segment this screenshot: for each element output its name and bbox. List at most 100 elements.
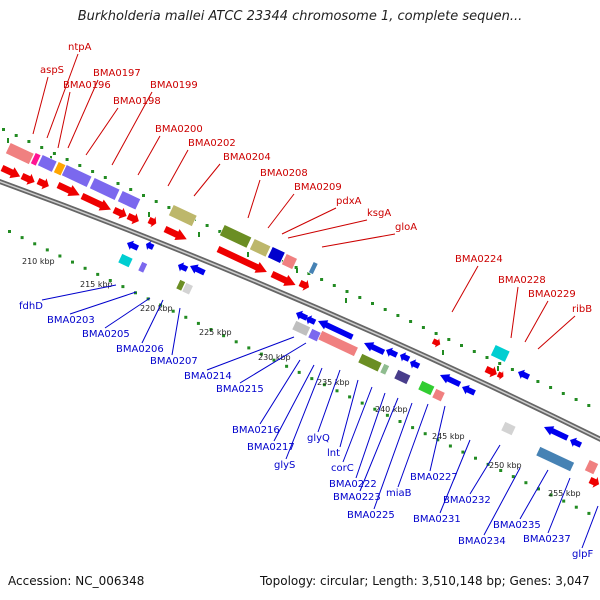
forward-gene-label: ribB [572,304,592,315]
reverse-gene-block [137,261,148,274]
reverse-gene-label: BMA0223 [333,492,381,503]
ruler-dot [294,266,298,269]
forward-gene-label: BMA0224 [455,254,503,265]
ruler-dot [360,401,364,405]
forward-gene-label: BMA0202 [188,138,236,149]
forward-label-leader [247,179,261,219]
ruler-dot [474,456,477,460]
forward-gene-label: BMA0200 [155,124,203,135]
reverse-label-leader [342,386,373,463]
forward-label-leader [287,219,368,239]
forward-gene-label: BMA0196 [63,80,111,91]
ruler-dot [421,326,425,329]
ruler-dot [537,487,540,491]
ruler-dot [142,194,145,197]
forward-gene-label: gloA [395,222,417,233]
reverse-gene-arrow [127,240,140,251]
reverse-gene-label: BMA0216 [232,425,280,436]
reverse-label-leader [469,444,501,495]
ruler-dot [461,450,465,454]
reverse-label-leader [285,367,323,460]
forward-gene-arrow [163,226,187,241]
reverse-gene-arrow [410,359,421,369]
reverse-gene-block [431,388,446,403]
reverse-gene-arrow [306,315,317,325]
forward-label-leader [321,233,396,248]
reverse-gene-block [181,282,194,296]
tick-label: 225 kbp [199,328,232,337]
ruler-dot [322,383,326,387]
forward-gene-label: BMA0228 [498,275,546,286]
chromosome-backbone [0,178,600,442]
forward-gene-label: ntpA [68,42,92,53]
reverse-gene-block [417,380,436,396]
forward-label-leader [281,207,337,235]
reverse-label-leader [171,307,181,356]
forward-gene-block [281,253,298,270]
forward-gene-arrow [126,213,139,225]
forward-gene-label: aspS [40,65,64,76]
forward-gene-label: ksgA [367,208,391,219]
reverse-gene-arrow [544,426,569,441]
ruler-dot [310,377,314,381]
ruler-tick [148,212,150,217]
reverse-label-leader [41,284,117,301]
forward-gene-block [249,238,272,258]
ruler-dot [472,350,476,353]
ruler-dot [398,420,402,423]
ruler-dot [549,386,553,389]
forward-gene-label: BMA0208 [260,168,308,179]
ruler-tick [345,298,347,303]
ruler-dot [96,272,100,276]
reverse-label-leader [373,402,413,510]
ruler-tick [7,138,9,143]
ruler-dot [371,302,374,305]
forward-label-leader [32,76,49,135]
reverse-label-leader [259,359,301,425]
reverse-gene-label: BMA0206 [116,344,164,355]
reverse-gene-label: glyQ [307,433,330,444]
forward-gene-arrow [112,207,127,219]
forward-gene-block [53,161,67,177]
reverse-gene-label: BMA0222 [329,479,377,490]
accession-text: Accession: NC_006348 [8,574,145,588]
forward-label-leader [111,91,153,166]
reverse-gene-arrow [190,264,206,276]
ruler-tick [198,232,200,237]
feature-layer [0,142,600,488]
ruler-dot [549,493,553,497]
ruler-dot [536,380,540,383]
forward-gene-block [37,154,58,173]
reverse-gene-block [535,446,575,473]
forward-gene-arrow [484,366,497,378]
ruler-dot [587,511,591,515]
ruler-dot [52,152,56,155]
ruler-dot [218,230,222,233]
reverse-gene-label: BMA0232 [443,495,491,506]
tick-label: 235 kbp [317,378,350,387]
forward-gene-block [30,152,42,167]
ruler-dot [335,389,339,393]
forward-label-leader [67,79,99,149]
ruler-dot [20,236,24,240]
ruler-dot [373,407,377,411]
reverse-gene-block [500,421,517,437]
ruler-dot [259,352,263,356]
ruler-dot [396,314,400,317]
ruler-dot [65,158,69,161]
forward-gene-block [490,344,511,363]
ruler-dot [485,356,489,359]
ruler-dot [409,320,413,323]
forward-gene-arrow [588,476,600,488]
ruler-dot [447,338,451,341]
ruler-dot [297,370,301,374]
reverse-gene-label: BMA0205 [82,329,130,340]
forward-gene-arrow [36,178,49,190]
reverse-gene-block [393,369,412,385]
ruler-dot [561,392,565,395]
reverse-label-leader [581,505,599,549]
reverse-label-leader [355,392,386,479]
reverse-label-leader [141,299,164,344]
